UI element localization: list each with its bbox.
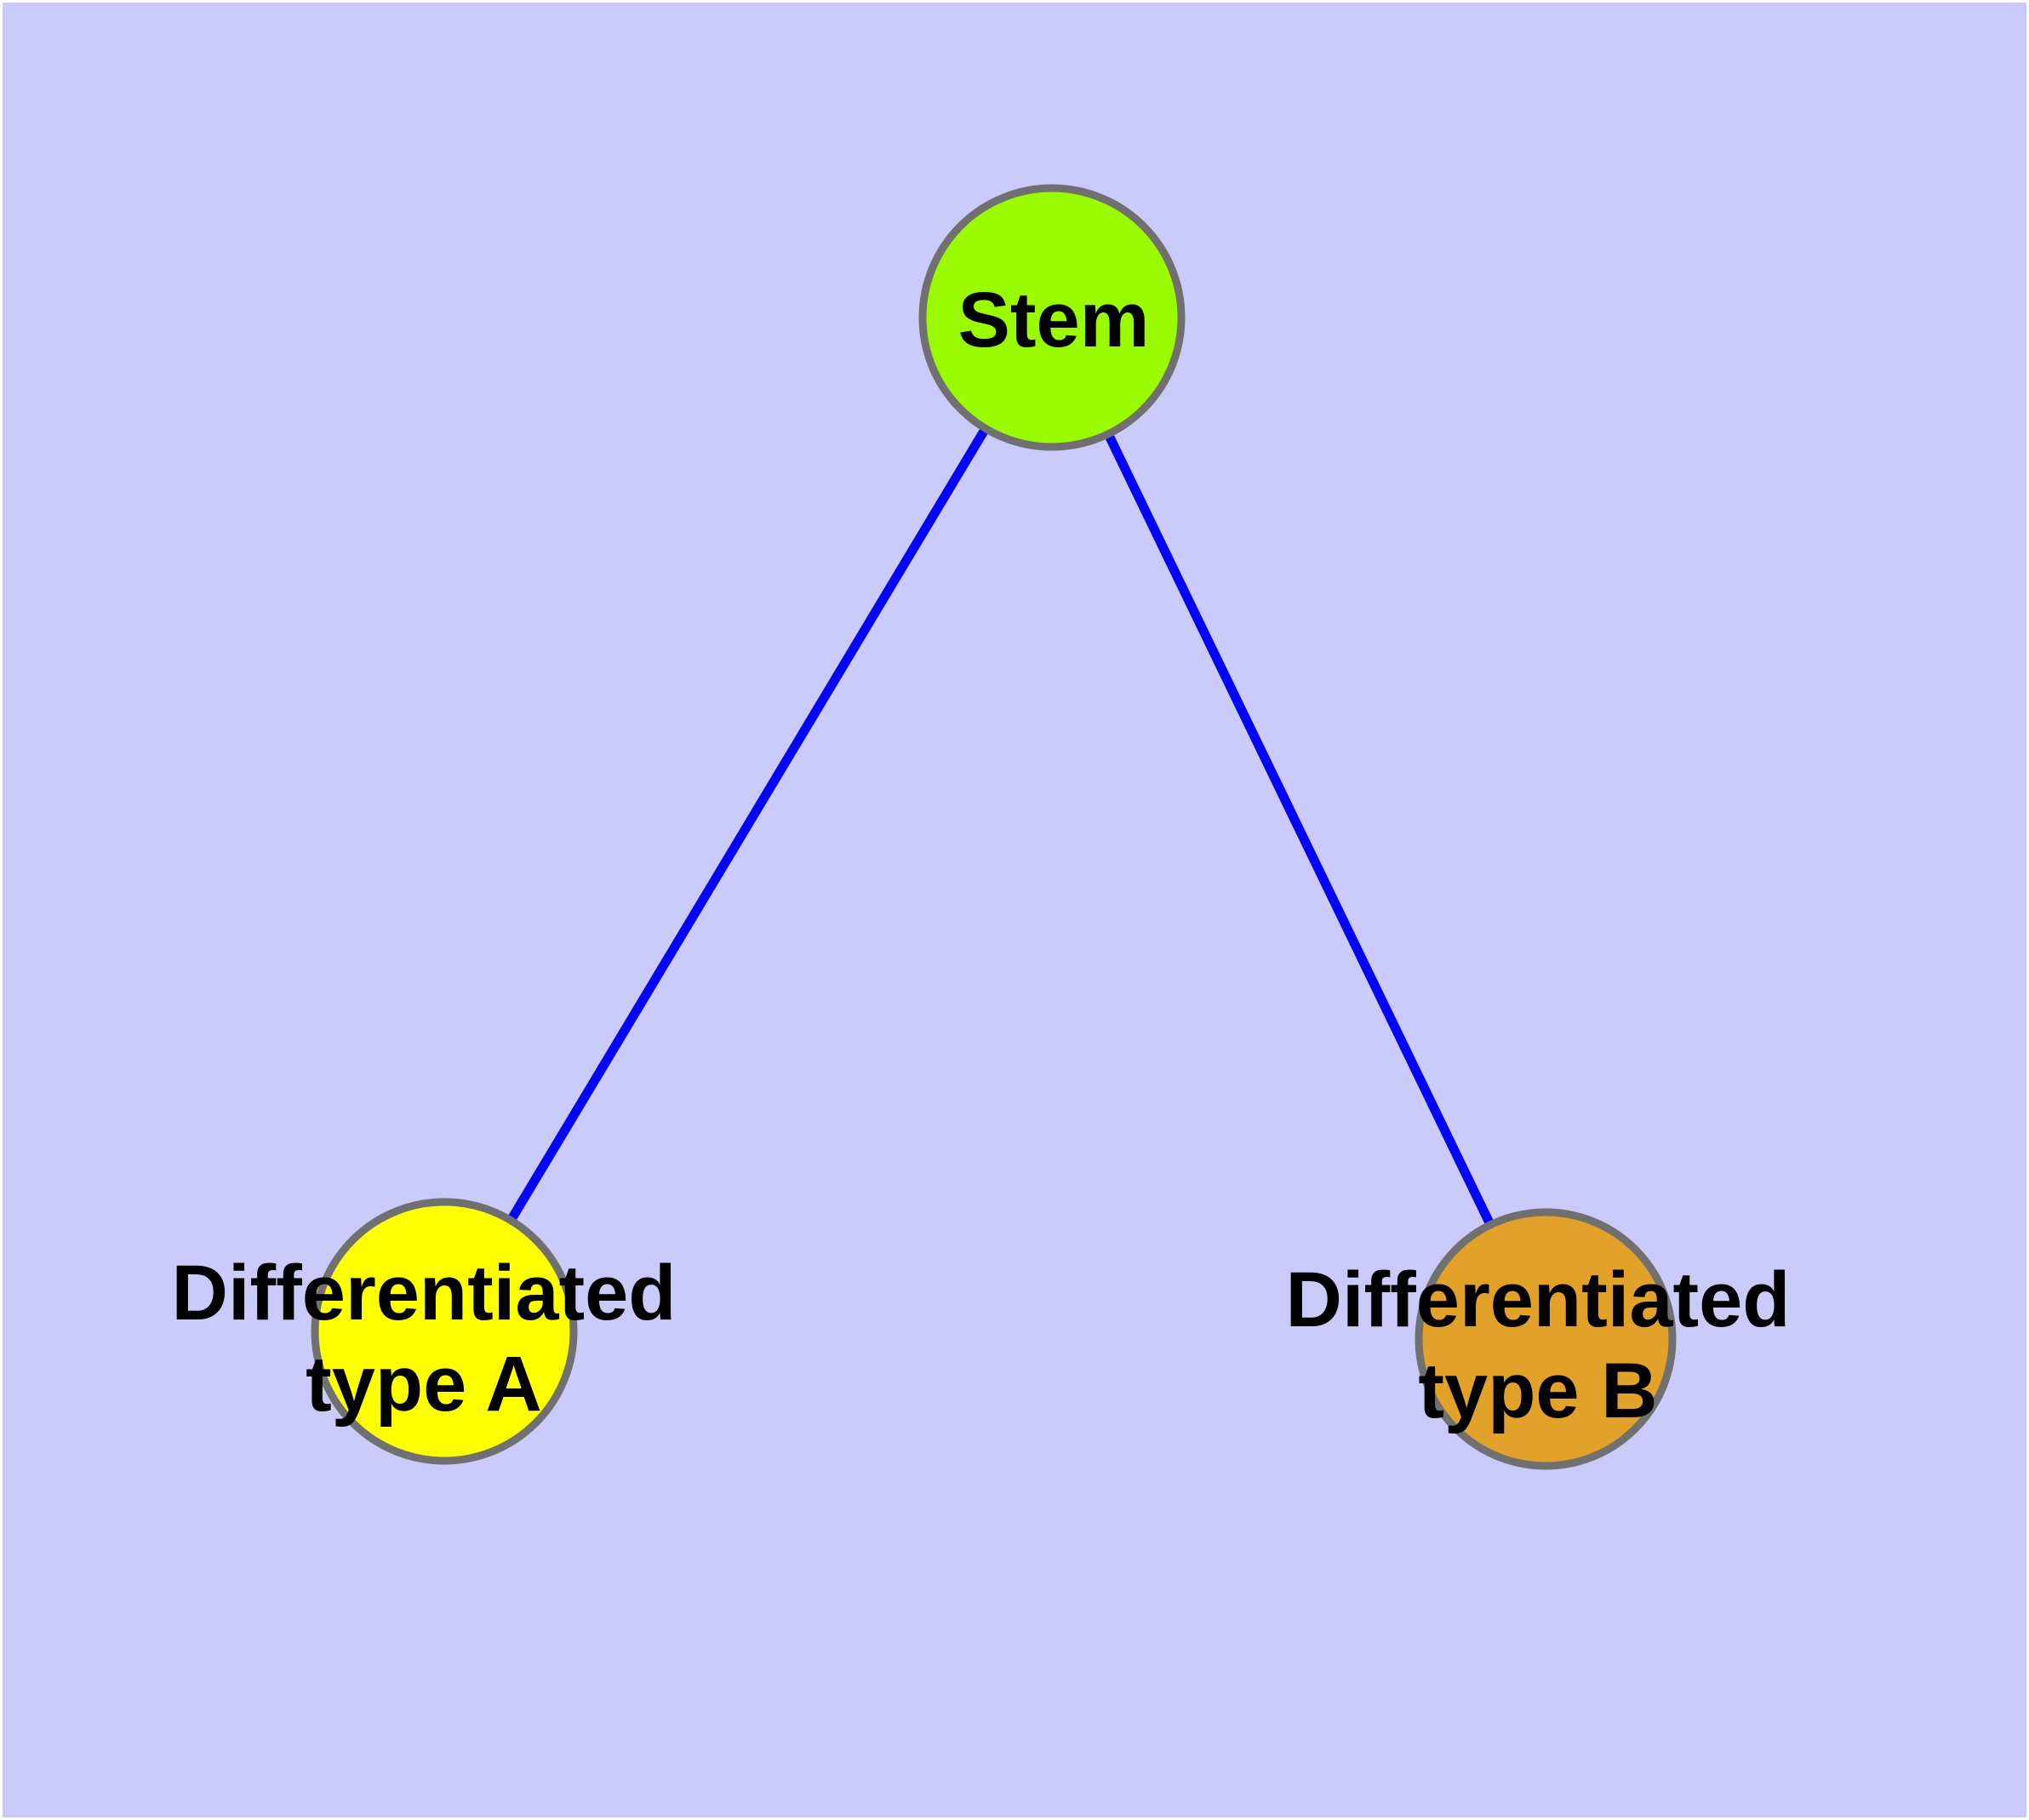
- node-type-b-label-line1: Differentiated: [1286, 1256, 1791, 1343]
- node-type-a-label-line1: Differentiated: [172, 1250, 677, 1336]
- node-stem: [918, 184, 1186, 451]
- node-stem-label: Stem: [958, 277, 1150, 363]
- edge-stem-to-type-a: [440, 315, 1056, 1334]
- node-type-a-label-line2: type A: [306, 1341, 542, 1428]
- node-differentiated-type-a: [311, 1198, 578, 1465]
- edge-stem-to-type-b: [1048, 315, 1550, 1342]
- node-differentiated-type-b: [1415, 1208, 1677, 1470]
- node-type-b-label-line2: type B: [1418, 1348, 1657, 1434]
